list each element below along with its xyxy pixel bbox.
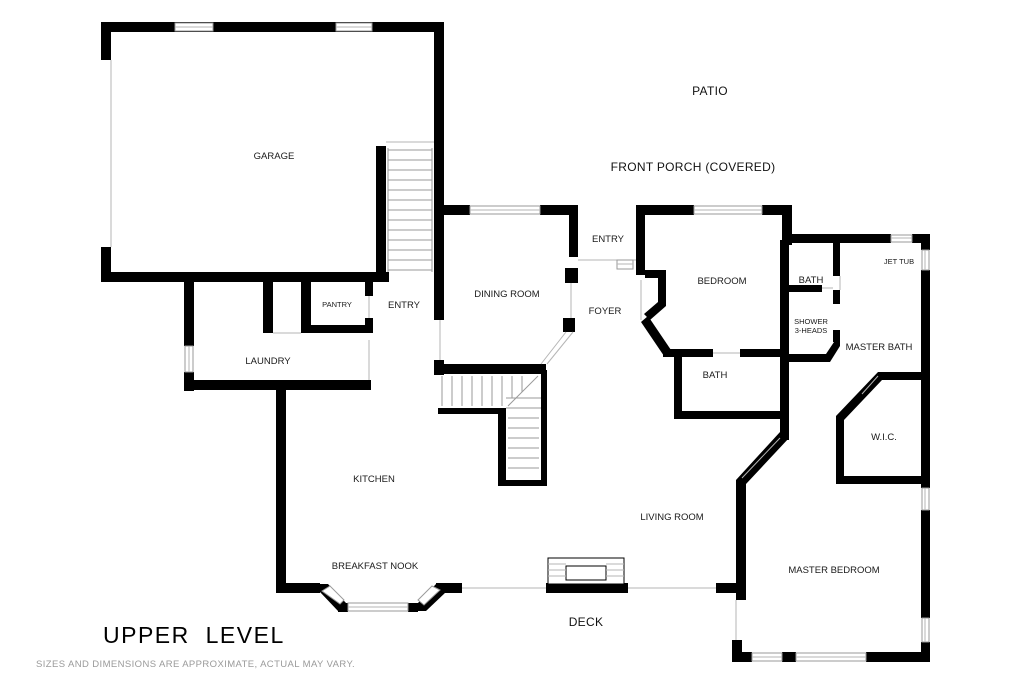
- dining-window: [469, 205, 541, 215]
- shower-label-line1: SHOWER: [794, 317, 828, 326]
- bath-upper-label: BATH: [799, 275, 824, 286]
- foyer-label: FOYER: [589, 306, 622, 317]
- bedroom-label: BEDROOM: [697, 276, 746, 287]
- laundry-pantry-walls: [184, 281, 373, 593]
- entry-front-label: ENTRY: [592, 234, 625, 245]
- main-stairs: [438, 370, 547, 486]
- entry-side-label: ENTRY: [388, 300, 421, 311]
- master-bedroom-walls: [732, 510, 930, 662]
- deck-label: DECK: [569, 615, 604, 629]
- breakfast-nook-label: BREAKFAST NOOK: [332, 561, 419, 572]
- dining-room-label: DINING ROOM: [474, 289, 540, 300]
- master-bath-windows: [822, 234, 930, 395]
- garage-walls: [101, 22, 444, 282]
- level-title: UPPER LEVEL: [103, 622, 285, 648]
- shower-label-line2: 3-HEADS: [795, 326, 828, 335]
- bedroom-window: [693, 205, 763, 215]
- dining-room-walls: [434, 205, 578, 375]
- master-bedroom-label: MASTER BEDROOM: [788, 565, 879, 576]
- disclaimer-note: SIZES AND DIMENSIONS ARE APPROXIMATE, AC…: [36, 659, 355, 670]
- garage-stairs: [386, 141, 434, 272]
- patio-label: PATIO: [692, 84, 728, 98]
- main-living-walls: [276, 432, 789, 612]
- foyer-walls: [578, 259, 636, 270]
- master-bath-walls: [787, 234, 930, 488]
- garage-label: GARAGE: [254, 151, 295, 162]
- jet-tub-label: JET TUB: [884, 257, 914, 266]
- kitchen-label: KITCHEN: [353, 474, 395, 485]
- front-porch-label: FRONT PORCH (COVERED): [611, 160, 776, 174]
- fireplace: [547, 557, 625, 585]
- nook-window: [321, 585, 441, 612]
- bath-lower-label: BATH: [703, 370, 728, 381]
- master-bath-label: MASTER BATH: [846, 342, 913, 353]
- pantry-label: PANTRY: [322, 300, 352, 309]
- laundry-label: LAUNDRY: [245, 356, 291, 367]
- living-room-label: LIVING ROOM: [640, 512, 703, 523]
- garage-windows: [174, 22, 373, 32]
- wic-label: W.I.C.: [871, 432, 897, 443]
- master-bedroom-windows: [751, 487, 930, 662]
- bedroom-walls: [636, 205, 792, 440]
- laundry-window: [184, 345, 194, 373]
